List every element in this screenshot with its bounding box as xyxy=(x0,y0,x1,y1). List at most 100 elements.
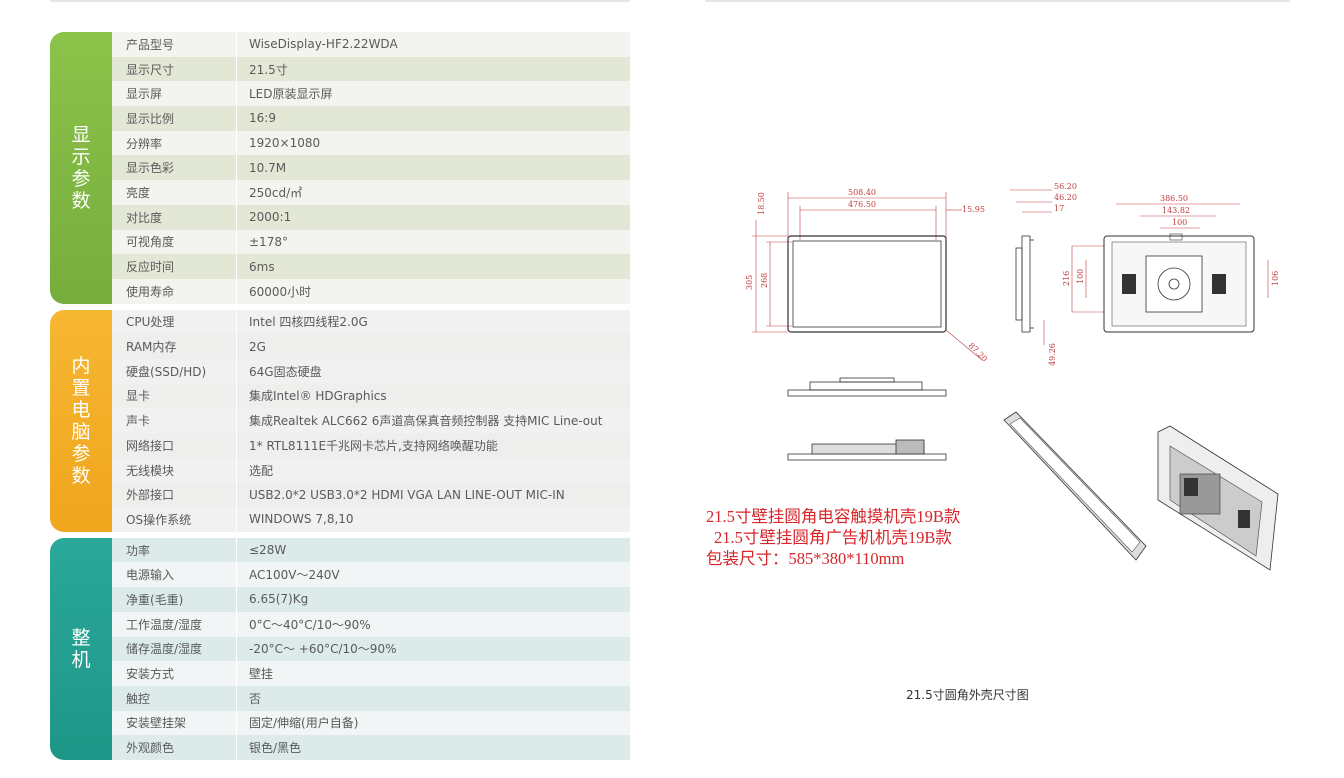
spec-row: CPU处理 Intel 四核四线程2.0G xyxy=(112,309,630,335)
section-tab: 内置电脑参数 xyxy=(50,309,112,532)
spec-value: 1* RTL8111E千兆网卡芯片,支持网络唤醒功能 xyxy=(236,433,630,458)
spec-label: 对比度 xyxy=(126,210,163,225)
drawing-caption: 21.5寸圆角外壳尺寸图 xyxy=(906,688,1029,702)
spec-value: 250cd/㎡ xyxy=(236,180,630,205)
dim-width-outer: 508.40 xyxy=(848,188,876,197)
spec-row: 产品型号 WiseDisplay-HF2.22WDA xyxy=(112,32,630,57)
spec-row: 安装壁挂架 固定/伸缩(用户自备) xyxy=(112,710,630,736)
spec-label: 声卡 xyxy=(126,414,151,429)
spec-label: 产品型号 xyxy=(126,37,175,52)
spec-value: 选配 xyxy=(236,457,630,483)
dim-back-height-2: 100 xyxy=(1076,269,1085,284)
spec-value: 集成Intel® HDGraphics xyxy=(236,383,630,409)
section-tab: 显示参数 xyxy=(50,32,112,304)
spec-value: 固定/伸缩(用户自备) xyxy=(236,710,630,736)
red-notes: 21.5寸壁挂圆角电容触摸机壳19B款 21.5寸壁挂圆角广告机机壳19B款 包… xyxy=(706,506,960,569)
section-title: 内置电脑参数 xyxy=(71,354,91,487)
dimension-drawing-svg: 508.40 476.50 15.95 305 268 18.50 87.20 … xyxy=(745,182,1280,571)
spec-label: 使用寿命 xyxy=(126,284,175,299)
spec-row: 显卡集成Intel® HDGraphics xyxy=(112,383,630,409)
spec-label: 硬盘(SSD/HD) xyxy=(126,364,207,379)
spec-row: 无线模块 选配 xyxy=(112,457,630,483)
dim-back-vesa: 100 xyxy=(1172,218,1187,227)
dim-back-width: 386.50 xyxy=(1160,194,1188,203)
spec-row: 反应时间 6ms xyxy=(112,254,630,279)
spec-value: 银色/黑色 xyxy=(236,735,630,760)
note-line-3: 包装尺寸：585*380*110mm xyxy=(706,549,905,568)
spec-label: 外部接口 xyxy=(126,488,175,503)
dim-back-height-3: 106 xyxy=(1271,271,1280,286)
dim-height-inner: 268 xyxy=(760,273,769,288)
spec-value: 6ms xyxy=(236,254,630,279)
spec-value: USB2.0*2 USB3.0*2 HDMI VGA LAN LINE-OUT … xyxy=(236,482,630,508)
spec-label: OS操作系统 xyxy=(126,512,192,527)
dim-top-margin: 18.50 xyxy=(757,192,766,215)
spec-label: 工作温度/湿度 xyxy=(126,617,203,632)
spec-label: 亮度 xyxy=(126,185,151,200)
spec-label: 显示色彩 xyxy=(126,161,175,176)
spec-value: ≤28W xyxy=(236,537,630,563)
spec-label: 储存温度/湿度 xyxy=(126,642,203,657)
spec-value: 0°C～40°C/10～90% xyxy=(236,611,630,637)
dim-depth-1: 56.20 xyxy=(1054,182,1077,191)
dim-corner: 87.20 xyxy=(967,341,990,364)
spec-row: 净重(毛重)6.65(7)Kg xyxy=(112,587,630,612)
section-title: 显示参数 xyxy=(71,123,91,212)
bottom-view-1 xyxy=(787,377,947,397)
spec-row: 对比度 2000:1 xyxy=(112,204,630,230)
spec-label: 外观颜色 xyxy=(126,741,175,756)
perspective-front-view xyxy=(1003,411,1147,561)
spec-value: 16:9 xyxy=(236,106,630,131)
spec-row: 安装方式 壁挂 xyxy=(112,661,630,686)
spec-value: WINDOWS 7,8,10 xyxy=(236,507,630,532)
spec-label: 功率 xyxy=(126,543,151,558)
note-line-1: 21.5寸壁挂圆角电容触摸机壳19B款 xyxy=(706,507,961,526)
spec-value: 壁挂 xyxy=(236,661,630,686)
spec-value: ±178° xyxy=(236,229,630,255)
dim-depth-2: 46.20 xyxy=(1054,193,1077,202)
spec-row: 工作温度/湿度 0°C～40°C/10～90% xyxy=(112,611,630,637)
dim-width-inner: 476.50 xyxy=(848,200,876,209)
spec-label: 可视角度 xyxy=(126,235,175,250)
spec-value: 21.5寸 xyxy=(236,56,630,82)
dim-side-margin: 15.95 xyxy=(962,205,985,214)
spec-value: 2000:1 xyxy=(236,204,630,230)
spec-label: 分辨率 xyxy=(126,136,163,151)
spec-label: 无线模块 xyxy=(126,463,175,478)
spec-value: 6.65(7)Kg xyxy=(236,587,630,612)
spec-row: 功率 ≤28W xyxy=(112,537,630,563)
spec-label: 触控 xyxy=(126,691,151,706)
spec-label: CPU处理 xyxy=(126,315,175,330)
spec-row: 声卡 集成Realtek ALC662 6声道高保真音频控制器 支持MIC Lin… xyxy=(112,408,630,433)
spec-label: 反应时间 xyxy=(126,260,175,275)
spec-label: 安装壁挂架 xyxy=(126,716,187,731)
spec-row: 触控 否 xyxy=(112,685,630,711)
spec-value: WiseDisplay-HF2.22WDA xyxy=(236,32,630,57)
side-view xyxy=(1015,235,1034,333)
spec-value: 1920×1080 xyxy=(236,130,630,156)
spec-label: RAM内存 xyxy=(126,340,177,355)
dim-height-outer: 305 xyxy=(745,275,754,290)
spec-value: Intel 四核四线程2.0G xyxy=(236,309,630,335)
spec-row: 使用寿命 60000小时 xyxy=(112,278,630,304)
spec-value: 64G固态硬盘 xyxy=(236,358,630,384)
dim-bottom-small: 49.26 xyxy=(1048,343,1057,366)
spec-label: 安装方式 xyxy=(126,667,175,682)
spec-value: LED原装显示屏 xyxy=(236,81,630,107)
spec-value: 集成Realtek ALC662 6声道高保真音频控制器 支持MIC Line-… xyxy=(236,408,630,433)
spec-row: OS操作系统 WINDOWS 7,8,10 xyxy=(112,507,630,532)
perspective-back-view xyxy=(1157,425,1279,571)
spec-label: 显示比例 xyxy=(126,111,175,126)
spec-row: 分辨率 1920×1080 xyxy=(112,130,630,156)
spec-value: 2G xyxy=(236,334,630,359)
spec-value: 60000小时 xyxy=(236,278,630,304)
front-view-dimension-lines xyxy=(752,189,1269,361)
spec-value: 否 xyxy=(236,685,630,711)
spec-row: 硬盘(SSD/HD) 64G固态硬盘 xyxy=(112,358,630,384)
spec-row: 可视角度 ±178° xyxy=(112,229,630,255)
